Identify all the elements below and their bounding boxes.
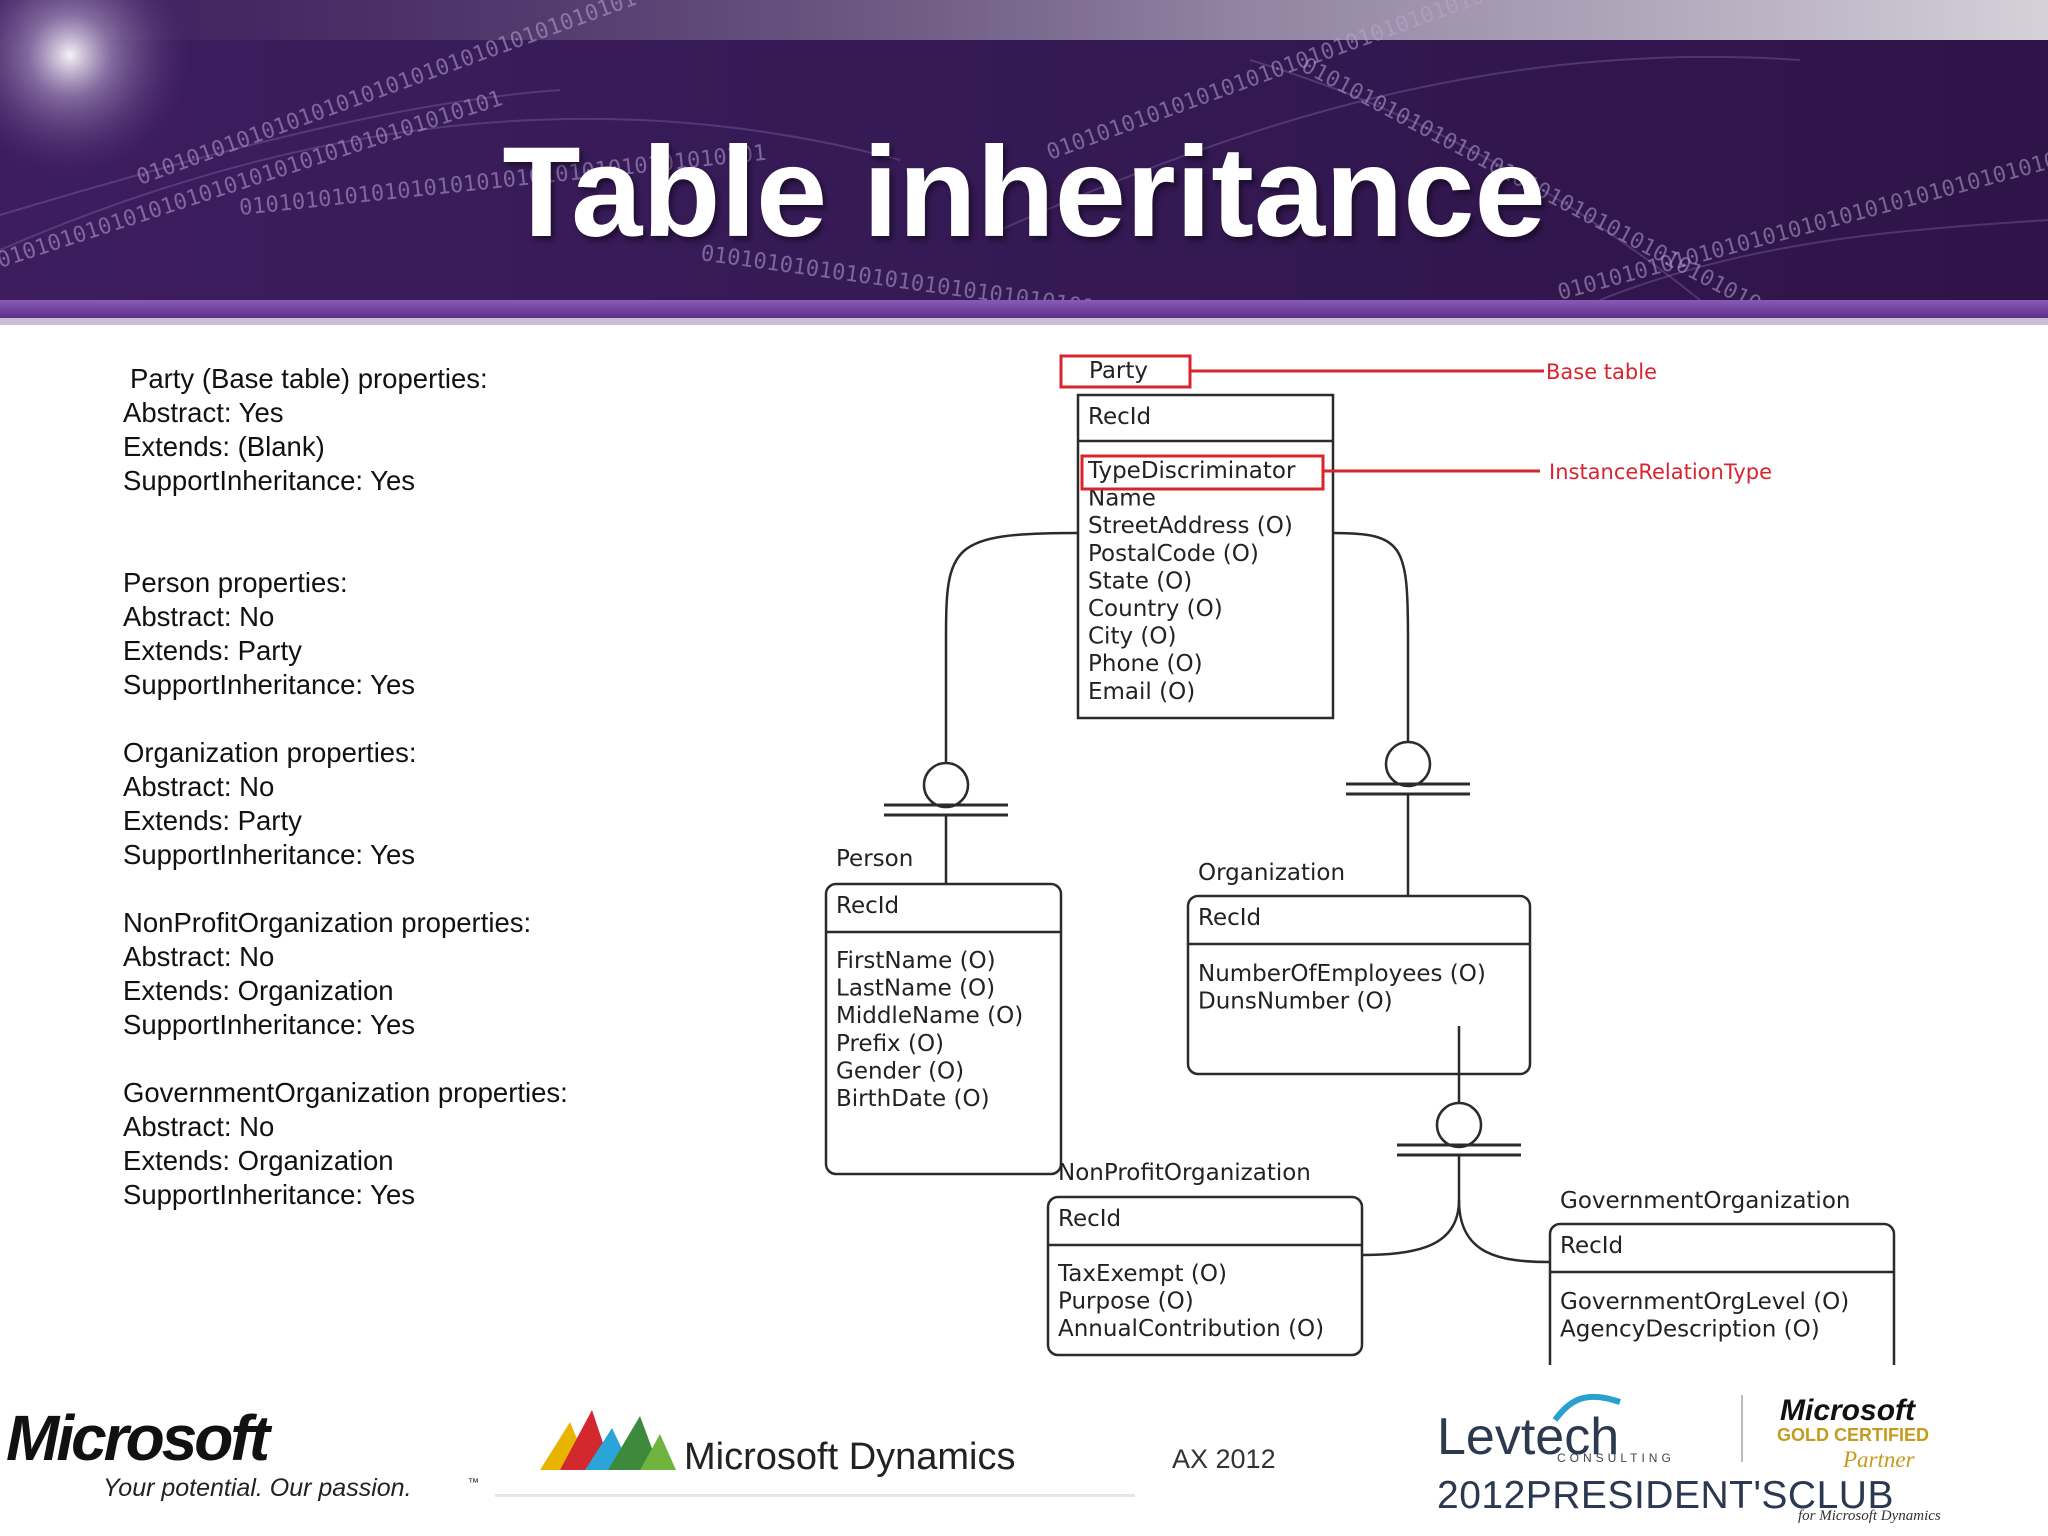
party-key-field: RecId (1088, 404, 1151, 430)
party-field: Country (O) (1088, 596, 1223, 622)
properties-heading: Party (Base table) properties: (130, 363, 488, 394)
party-field: Phone (O) (1088, 651, 1203, 677)
slide-title: Table inheritance (502, 121, 1546, 264)
er-diagram: RecIdTypeDiscriminatorNameStreetAddress … (824, 354, 1896, 1365)
person-field: Prefix (O) (836, 1031, 944, 1057)
property-line: Abstract: No (123, 601, 275, 632)
dynamics-brand: Microsoft Dynamics (684, 1436, 1016, 1478)
government-field: GovernmentOrgLevel (O) (1560, 1289, 1849, 1315)
properties-panel: Party (Base table) properties:Abstract: … (123, 362, 763, 1246)
properties-block: GovernmentOrganization properties:Abstra… (123, 1076, 763, 1212)
levtech-swoosh-icon (1552, 1393, 1621, 1422)
person-table-box (824, 882, 1063, 1176)
light-flare (0, 0, 190, 175)
property-line: Extends: Organization (123, 975, 394, 1006)
party-field: Email (O) (1088, 679, 1195, 705)
property-line: Extends: Party (123, 635, 302, 666)
presidents-club: 2012PRESIDENT'SCLUB (1437, 1474, 1894, 1517)
person-inheritance-line (944, 531, 1079, 762)
nonprofit-table-box (1046, 1195, 1364, 1357)
person-field: LastName (O) (836, 976, 995, 1002)
property-line: Extends: Party (123, 805, 302, 836)
property-line: Abstract: No (123, 1111, 275, 1142)
footer-logos: Microsoft Your potential. Our passion. ™… (6, 1393, 1941, 1524)
base-table-label: Base table (1546, 360, 1657, 384)
party-field: PostalCode (O) (1088, 541, 1259, 567)
microsoft-logo: Microsoft (6, 1402, 273, 1474)
property-line: Abstract: No (123, 941, 275, 972)
government-table-name: GovernmentOrganization (1560, 1188, 1850, 1214)
levtech-sub: CONSULTING (1557, 1451, 1675, 1465)
instance-relation-label: InstanceRelationType (1549, 460, 1772, 484)
properties-heading: Person properties: (123, 567, 348, 598)
properties-block: Party (Base table) properties:Abstract: … (123, 362, 763, 498)
party-field: State (O) (1088, 568, 1192, 594)
party-field: TypeDiscriminator (1087, 458, 1296, 484)
property-line: Extends: (Blank) (123, 431, 325, 462)
levtech-logo: Levtech (1437, 1408, 1619, 1466)
nonprofit-field: AnnualContribution (O) (1058, 1316, 1324, 1342)
person-key-field: RecId (836, 893, 899, 919)
trademark-mark: ™ (468, 1477, 479, 1489)
organization-table-box (1186, 894, 1532, 1076)
organization-inheritance-line (1332, 531, 1410, 742)
party-table-name: Party (1089, 358, 1148, 384)
properties-heading: NonProfitOrganization properties: (123, 907, 532, 938)
microsoft-tagline: Your potential. Our passion. (103, 1474, 412, 1502)
dynamics-version: AX 2012 (1172, 1444, 1276, 1474)
nonprofit-table-name: NonProfitOrganization (1058, 1160, 1311, 1186)
organization-zero-icon (1384, 740, 1432, 788)
nonprofit-key-field: RecId (1058, 1206, 1121, 1232)
government-field: AgencyDescription (O) (1560, 1317, 1820, 1343)
person-field: Gender (O) (836, 1058, 964, 1084)
property-line: SupportInheritance: Yes (123, 1009, 416, 1040)
gold-certified-label: GOLD CERTIFIED (1777, 1425, 1929, 1445)
property-line: Abstract: Yes (123, 397, 284, 428)
organization-field: DunsNumber (O) (1198, 989, 1393, 1015)
properties-block: NonProfitOrganization properties:Abstrac… (123, 906, 763, 1042)
person-field: BirthDate (O) (836, 1086, 990, 1112)
header-banner: 0101010101010101010101010101010101010101… (0, 0, 2048, 325)
property-line: SupportInheritance: Yes (123, 1179, 416, 1210)
org-subtype-zero-icon (1435, 1101, 1483, 1149)
person-table-name: Person (836, 846, 913, 872)
party-field: StreetAddress (O) (1088, 513, 1293, 539)
nonprofit-field: TaxExempt (O) (1057, 1261, 1227, 1287)
person-field: FirstName (O) (836, 948, 996, 974)
property-line: SupportInheritance: Yes (123, 669, 416, 700)
government-table-box (1548, 1222, 1896, 1365)
microsoft-gold-logo: Microsoft (1780, 1394, 1917, 1427)
organization-table-name: Organization (1198, 860, 1345, 886)
property-line: Extends: Organization (123, 1145, 394, 1176)
party-table-box (1076, 393, 1335, 720)
government-inheritance-line (1457, 1199, 1551, 1264)
property-line: SupportInheritance: Yes (123, 465, 416, 496)
organization-field: NumberOfEmployees (O) (1198, 961, 1486, 987)
properties-heading: Organization properties: (123, 737, 417, 768)
nonprofit-field: Purpose (O) (1058, 1289, 1194, 1315)
government-key-field: RecId (1560, 1233, 1623, 1259)
person-field: MiddleName (O) (836, 1003, 1023, 1029)
property-line: SupportInheritance: Yes (123, 839, 416, 870)
header-stripe (0, 300, 2048, 318)
for-microsoft-dynamics: for Microsoft Dynamics (1798, 1508, 1941, 1524)
organization-key-field: RecId (1198, 905, 1261, 931)
person-zero-icon (922, 761, 970, 809)
properties-heading: GovernmentOrganization properties: (123, 1077, 568, 1108)
partner-label: Partner (1842, 1447, 1916, 1472)
nonprofit-inheritance-line (1361, 1199, 1461, 1257)
property-line: Abstract: No (123, 771, 275, 802)
dynamics-logo-icon (540, 1410, 676, 1470)
party-field: City (O) (1088, 624, 1176, 650)
